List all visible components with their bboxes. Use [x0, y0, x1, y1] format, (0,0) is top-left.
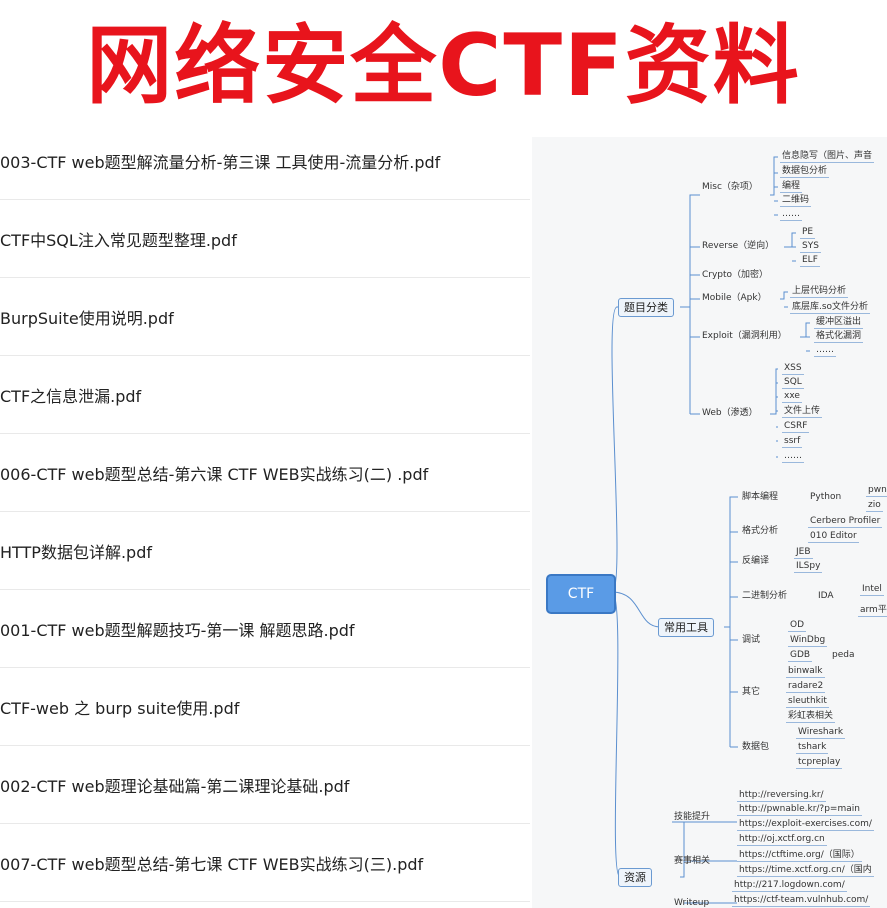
node-ida: IDA [818, 591, 834, 601]
file-name: 001-CTF web题型解题技巧-第一课 解题思路.pdf [0, 620, 355, 640]
reverse-item: ELF [800, 255, 820, 267]
skills-link[interactable]: https://exploit-exercises.com/ [737, 819, 874, 831]
file-name: CTF-web 之 burp suite使用.pdf [0, 698, 240, 718]
file-name: 006-CTF web题型总结-第六课 CTF WEB实战练习(二) .pdf [0, 464, 429, 484]
debug-item: WinDbg [788, 635, 828, 647]
page-title: 网络安全CTF资料 [86, 16, 801, 116]
web-item: 文件上传 [782, 406, 823, 418]
mindmap-connectors [611, 156, 810, 904]
node-misc: Misc（杂项） [702, 182, 758, 192]
format-item: 010 Editor [808, 531, 859, 543]
node-exploit: Exploit（漏洞利用） [702, 331, 787, 341]
mobile-item: 底层库.so文件分析 [790, 302, 871, 314]
file-name: 002-CTF web题理论基础篇-第二课理论基础.pdf [0, 776, 350, 796]
other-item: binwalk [786, 666, 825, 678]
node-crypto: Crypto（加密） [702, 270, 769, 280]
branch-resources: 资源 [618, 868, 652, 887]
exploit-item: …… [814, 345, 836, 357]
exploit-item: 缓冲区溢出 [814, 317, 864, 329]
ida-item: Intel [860, 584, 884, 596]
ida-item: arm平 [858, 605, 887, 617]
writeup-link[interactable]: https://ctf-team.vulnhub.com/ [732, 895, 871, 907]
node-mobile: Mobile（Apk） [702, 293, 767, 303]
web-item: CSRF [782, 421, 810, 433]
node-peda: peda [832, 650, 855, 660]
file-name: 007-CTF web题型总结-第七课 CTF WEB实战练习(三).pdf [0, 854, 424, 874]
reverse-item: PE [800, 227, 816, 239]
file-item[interactable]: 006-CTF web题型总结-第六课 CTF WEB实战练习(二) .pdf [0, 434, 530, 512]
web-item: XSS [782, 363, 804, 375]
file-name: CTF之信息泄漏.pdf [0, 386, 142, 406]
other-item: sleuthkit [786, 696, 829, 708]
file-item[interactable]: 003-CTF web题型解流量分析-第三课 工具使用-流量分析.pdf [0, 122, 530, 200]
node-contest: 赛事相关 [674, 856, 711, 866]
file-item[interactable]: CTF-web 之 burp suite使用.pdf [0, 668, 530, 746]
mobile-item: 上层代码分析 [790, 286, 849, 298]
python-item: pwn [866, 485, 887, 497]
file-item[interactable]: 002-CTF web题理论基础篇-第二课理论基础.pdf [0, 746, 530, 824]
debug-item: GDB [788, 650, 813, 662]
branch-categories: 题目分类 [618, 298, 674, 317]
file-name: BurpSuite使用说明.pdf [0, 308, 174, 328]
misc-item: 编程 [780, 181, 803, 193]
web-item: …… [782, 451, 804, 463]
misc-item: …… [780, 209, 802, 221]
node-script: 脚本编程 [742, 492, 779, 502]
file-list: 003-CTF web题型解流量分析-第三课 工具使用-流量分析.pdf CTF… [0, 122, 530, 902]
misc-item: 数据包分析 [780, 166, 830, 178]
file-name: CTF中SQL注入常见题型整理.pdf [0, 230, 237, 250]
file-item[interactable]: 007-CTF web题型总结-第七课 CTF WEB实战练习(三).pdf [0, 824, 530, 902]
file-item[interactable]: HTTP数据包详解.pdf [0, 512, 530, 590]
node-reverse: Reverse（逆向） [702, 241, 775, 251]
packet-item: tcpreplay [796, 757, 843, 769]
file-item[interactable]: CTF中SQL注入常见题型整理.pdf [0, 200, 530, 278]
branch-tools: 常用工具 [658, 618, 714, 637]
skills-link[interactable]: http://pwnable.kr/?p=main [737, 804, 862, 816]
node-skills: 技能提升 [674, 812, 711, 822]
packet-item: tshark [796, 742, 829, 754]
decompile-item: ILSpy [794, 561, 823, 573]
file-item[interactable]: BurpSuite使用说明.pdf [0, 278, 530, 356]
mindmap-root: CTF [546, 574, 616, 614]
node-binary: 二进制分析 [742, 591, 788, 601]
node-python: Python [810, 492, 842, 502]
web-item: SQL [782, 377, 804, 389]
skills-link[interactable]: http://reversing.kr/ [737, 790, 826, 802]
exploit-item: 格式化漏洞 [814, 331, 864, 343]
node-format: 格式分析 [742, 526, 779, 536]
misc-item: 信息隐写（图片、声音 [780, 151, 875, 163]
contest-link[interactable]: https://ctftime.org/（国际） [737, 850, 862, 862]
ctf-mindmap: CTF 题目分类 常用工具 资源 Misc（杂项） 信息隐写（图片、声音 数据包… [532, 137, 887, 908]
decompile-item: JEB [794, 547, 813, 559]
file-item[interactable]: CTF之信息泄漏.pdf [0, 356, 530, 434]
node-debug: 调试 [742, 635, 761, 645]
contest-link[interactable]: https://time.xctf.org.cn/（国内 [737, 865, 874, 877]
file-item[interactable]: 001-CTF web题型解题技巧-第一课 解题思路.pdf [0, 590, 530, 668]
node-writeup: Writeup [674, 898, 710, 908]
node-packet: 数据包 [742, 742, 770, 752]
packet-item: Wireshark [796, 727, 846, 739]
format-item: Cerbero Profiler [808, 516, 883, 528]
writeup-link[interactable]: http://217.logdown.com/ [732, 880, 847, 892]
skills-link[interactable]: http://oj.xctf.org.cn [737, 834, 827, 846]
node-other: 其它 [742, 687, 761, 697]
reverse-item: SYS [800, 241, 821, 253]
node-web: Web（渗透） [702, 408, 758, 418]
other-item: 彩虹表相关 [786, 711, 836, 723]
file-name: 003-CTF web题型解流量分析-第三课 工具使用-流量分析.pdf [0, 152, 441, 172]
debug-item: OD [788, 620, 807, 632]
web-item: xxe [782, 391, 802, 403]
node-decompile: 反编译 [742, 556, 770, 566]
web-item: ssrf [782, 436, 803, 448]
python-item: zio [866, 500, 883, 512]
misc-item: 二维码 [780, 195, 812, 207]
other-item: radare2 [786, 681, 826, 693]
file-name: HTTP数据包详解.pdf [0, 542, 152, 562]
